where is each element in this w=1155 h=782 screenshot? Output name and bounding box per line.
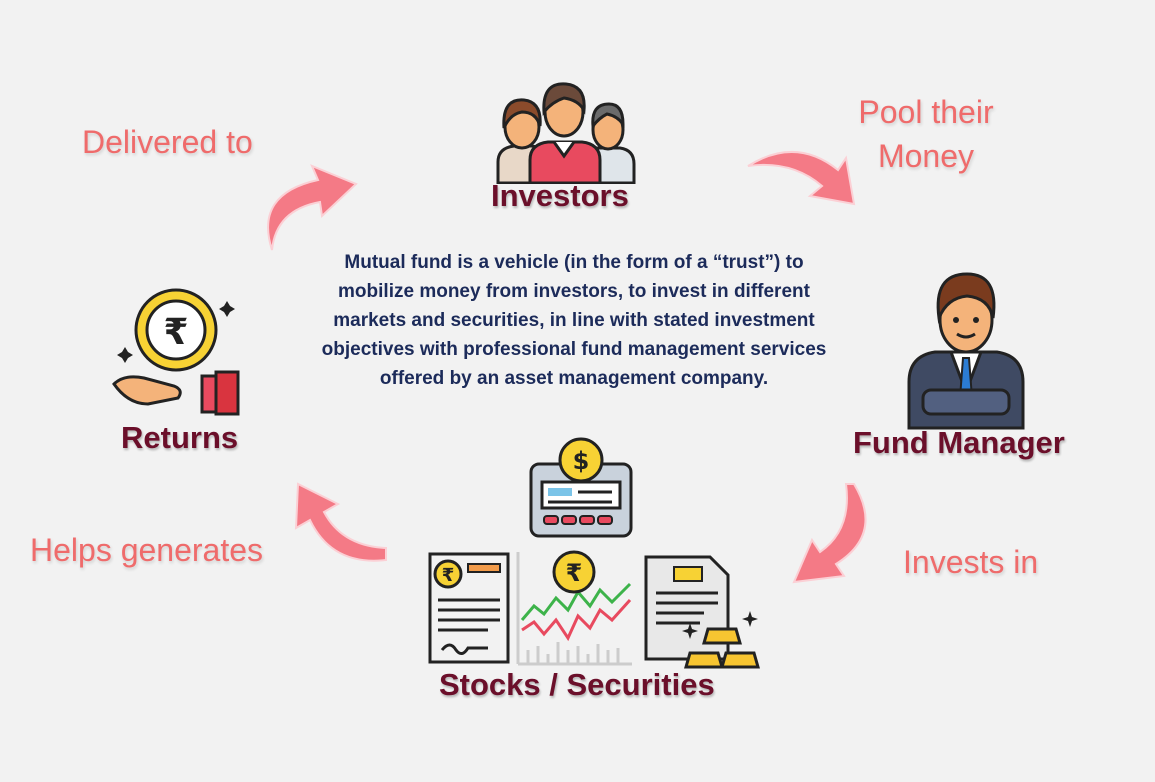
pool-line-2: Money bbox=[877, 138, 975, 174]
invests-in-label: Invests in bbox=[903, 544, 1039, 580]
stocks-securities-label: Stocks / Securities bbox=[439, 667, 715, 702]
atm-machine-icon: $ bbox=[529, 437, 633, 538]
rupee-symbol: ₹ bbox=[442, 565, 455, 586]
pool-line-1: Pool their bbox=[858, 94, 994, 130]
investors-label: Investors bbox=[491, 178, 629, 213]
investors-icon bbox=[496, 82, 636, 184]
stock-chart-icon: ₹ bbox=[516, 550, 632, 666]
arrow-delivered-to bbox=[267, 164, 358, 251]
returns-label: Returns bbox=[121, 420, 239, 455]
rupee-symbol: ₹ bbox=[163, 312, 188, 353]
mutual-fund-description: Mutual fund is a vehicle (in the form of… bbox=[321, 252, 827, 389]
gold-document-icon bbox=[644, 555, 760, 669]
rupee-symbol: ₹ bbox=[566, 559, 583, 587]
pool-their-money-label: Pool their Money bbox=[846, 90, 1006, 178]
arrow-helps-generates bbox=[294, 482, 387, 562]
fund-manager-label: Fund Manager bbox=[853, 425, 1065, 460]
hand-with-rupee-coin-icon: ₹ bbox=[112, 288, 240, 416]
businessman-icon bbox=[907, 272, 1025, 430]
arrow-invests-in bbox=[792, 483, 867, 584]
dollar-symbol: $ bbox=[573, 447, 590, 475]
certificate-icon: ₹ bbox=[428, 552, 510, 664]
arrow-pool-money bbox=[747, 150, 856, 206]
helps-generates-label: Helps generates bbox=[30, 532, 264, 568]
delivered-to-label: Delivered to bbox=[82, 124, 253, 160]
